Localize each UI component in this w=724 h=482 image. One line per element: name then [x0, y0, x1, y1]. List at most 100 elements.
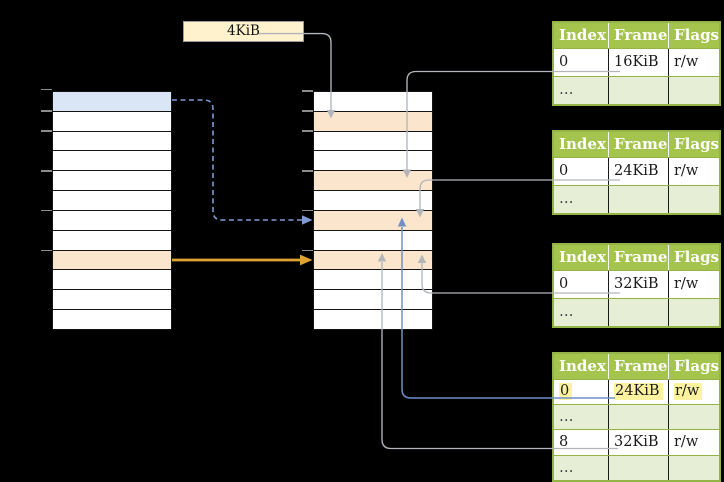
table-cell: 0	[554, 380, 608, 404]
column-header: Frame	[608, 244, 668, 270]
address-tick	[302, 130, 313, 132]
table-row: …	[554, 184, 719, 213]
cell-text: r/w	[674, 54, 699, 70]
address-tick	[302, 249, 313, 252]
memory-row	[53, 269, 171, 290]
address-tick	[41, 170, 52, 172]
table-cell: …	[554, 299, 608, 326]
column-header: Index	[559, 26, 606, 44]
cell-text: …	[559, 191, 574, 207]
table-row: …	[554, 403, 719, 430]
arrowhead-right-icon	[302, 215, 313, 225]
table-row: 0 32KiB r/w	[554, 269, 719, 298]
memory-row	[53, 229, 171, 250]
table-cell: 16KiB	[608, 48, 668, 76]
table-row: …	[554, 454, 719, 481]
table-cell: r/w	[668, 430, 719, 455]
address-tick	[302, 90, 313, 92]
table-row: 0 16KiB r/w	[554, 47, 719, 76]
table-cell: 8	[554, 430, 608, 454]
table-row: 8 32KiB r/w	[554, 429, 719, 455]
memory-row	[53, 92, 171, 111]
table-cell	[668, 404, 719, 430]
cell-text: 16KiB	[614, 54, 659, 70]
table-cell: …	[554, 405, 608, 429]
cell-text: 0	[559, 54, 569, 70]
cell-text: 0	[559, 276, 569, 292]
column-header: Frame	[608, 353, 668, 379]
memory-row	[314, 209, 432, 230]
memory-row	[53, 249, 171, 270]
column-header: Flags	[668, 22, 719, 48]
table-cell	[608, 185, 668, 213]
table-cell	[668, 185, 719, 213]
memory-row	[53, 309, 171, 329]
table-cell: 0	[554, 271, 608, 298]
table-cell: 32KiB	[608, 270, 668, 298]
cell-text: …	[559, 304, 574, 320]
address-tick	[302, 110, 313, 112]
cell-text: 32KiB	[614, 276, 659, 292]
memory-row	[314, 289, 432, 310]
table-cell: 0	[554, 158, 608, 185]
column-header: Index	[559, 248, 606, 266]
cell-text: …	[559, 459, 574, 476]
table-cell: …	[554, 456, 608, 480]
table-cell	[668, 298, 719, 326]
memory-row	[53, 130, 171, 151]
arrow-virtual-page0-translation	[172, 99, 302, 221]
memory-row	[53, 289, 171, 310]
memory-row	[314, 110, 432, 131]
table-cell: r/w	[668, 270, 719, 298]
cell-text: 24KiB	[614, 383, 663, 401]
cell-text: r/w	[674, 163, 699, 179]
memory-row	[53, 190, 171, 210]
table-cell	[668, 455, 719, 481]
memory-row	[314, 229, 432, 250]
memory-row	[314, 130, 432, 151]
table-cell: r/w	[668, 48, 719, 76]
cell-text: 0	[559, 383, 573, 401]
table-cell	[608, 76, 668, 104]
address-tick	[41, 110, 52, 112]
column-header: Frame	[608, 131, 668, 157]
cell-text: 32KiB	[614, 434, 659, 451]
cell-text: 8	[559, 434, 569, 451]
table-cell	[608, 455, 668, 481]
memory-row	[53, 150, 171, 171]
column-header: Frame	[608, 22, 668, 48]
address-tick	[41, 209, 52, 212]
memory-row	[314, 309, 432, 329]
table-cell	[608, 404, 668, 430]
address-tick	[302, 170, 313, 172]
column-header: Flags	[668, 131, 719, 157]
address-tick	[302, 209, 313, 212]
memory-row	[53, 209, 171, 230]
column-header: Index	[559, 357, 606, 375]
address-tick	[41, 249, 52, 252]
column-header: Flags	[668, 353, 719, 379]
table-cell: …	[554, 77, 608, 104]
memory-row	[314, 269, 432, 290]
memory-row	[314, 92, 432, 111]
address-tick	[41, 88, 52, 91]
memory-row	[53, 170, 171, 191]
table-cell	[608, 298, 668, 326]
cell-text: r/w	[674, 276, 699, 292]
memory-row	[314, 249, 432, 270]
table-cell: r/w	[668, 157, 719, 185]
page-size-text: 4KiB	[227, 23, 260, 40]
memory-row	[314, 150, 432, 171]
arrowhead-right-icon	[300, 254, 313, 266]
physical-memory-column	[313, 91, 433, 330]
address-tick	[41, 130, 52, 132]
table-cell: 24KiB	[608, 157, 668, 185]
table-row: …	[554, 75, 719, 104]
table-row: …	[554, 297, 719, 326]
